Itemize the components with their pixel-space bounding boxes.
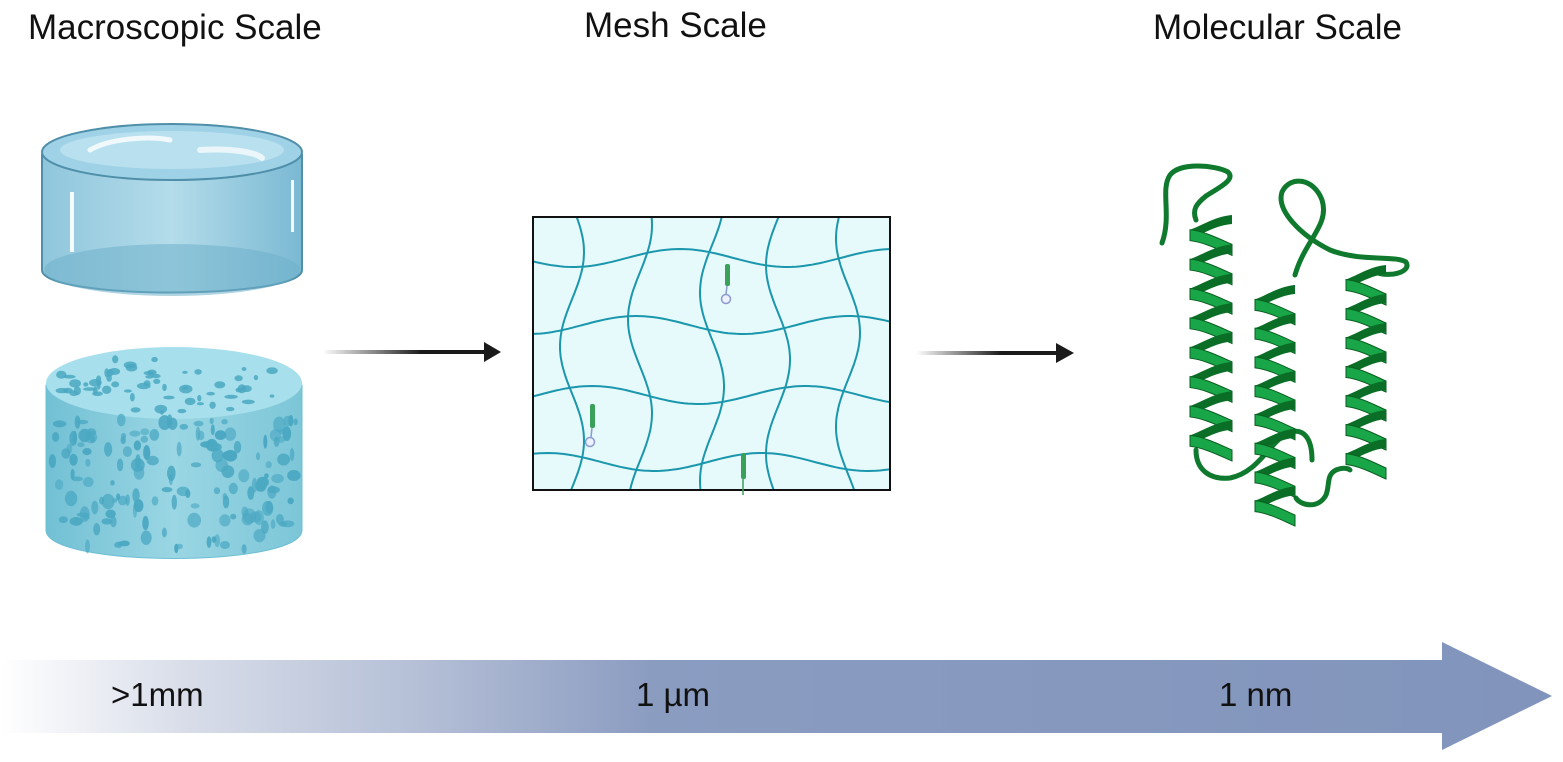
scale-label-molecular: 1 nm: [1219, 676, 1292, 713]
crosslinker-icon: [720, 264, 732, 305]
hydrogel-disc-icon: [41, 123, 303, 296]
crosslinker-icon: [584, 404, 596, 448]
scale-label-macroscopic: >1mm: [111, 676, 204, 713]
title-molecular-scale: Molecular Scale: [1153, 8, 1402, 47]
arrow-macro-to-mesh-icon: [322, 342, 501, 362]
title-mesh-scale: Mesh Scale: [584, 6, 767, 45]
arrow-mesh-to-molecular-icon: [916, 343, 1074, 363]
crosslinker-icon: [741, 453, 746, 495]
polymer-mesh-icon: [532, 216, 891, 495]
scale-bar-arrow: >1mm 1 µm 1 nm: [0, 642, 1552, 750]
protein-helix-icon: [1159, 163, 1410, 527]
porous-scaffold-icon: [45, 347, 303, 559]
title-macroscopic-scale: Macroscopic Scale: [28, 8, 322, 47]
scale-label-mesh: 1 µm: [636, 676, 710, 713]
